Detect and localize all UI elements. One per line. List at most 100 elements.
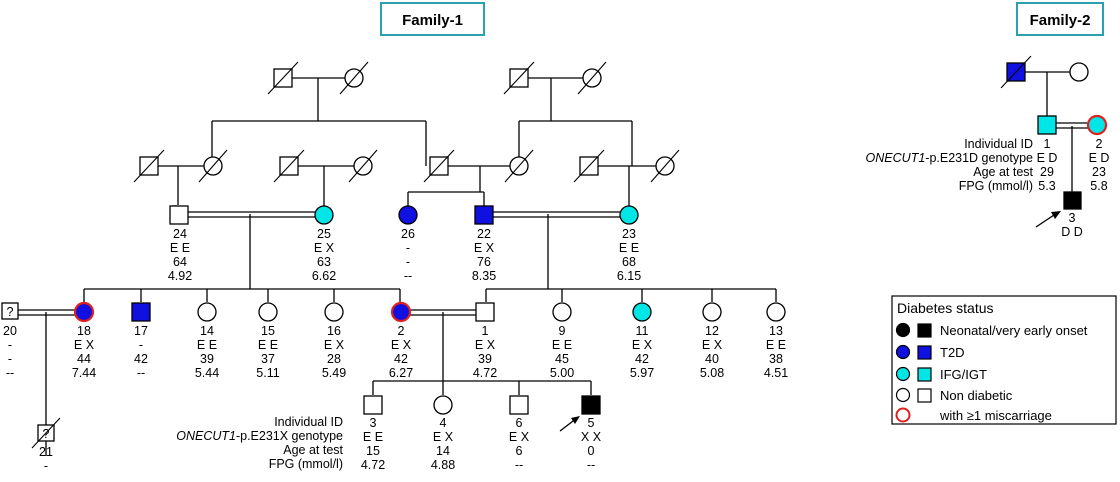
family-1-lines bbox=[18, 77, 777, 456]
f1-individual-14-id: 14 bbox=[200, 324, 214, 338]
legend-nondiabetic-square bbox=[917, 388, 932, 403]
family-1-title: Family-1 bbox=[402, 12, 463, 29]
generation-1 bbox=[267, 61, 607, 95]
individual-12 bbox=[702, 302, 722, 322]
row-label-id: Individual ID bbox=[964, 137, 1033, 151]
f1-individual-4-gt: E X bbox=[433, 430, 454, 444]
f1-individual-18-gt: E X bbox=[74, 338, 95, 352]
individual-6 bbox=[509, 395, 529, 415]
gene-name: ONECUT1 bbox=[176, 429, 236, 443]
f1-individual-6-fpg: -- bbox=[515, 458, 523, 472]
legend-t2d-circle bbox=[895, 344, 911, 360]
row-label-age: Age at test bbox=[973, 165, 1033, 179]
individual-20 bbox=[1, 302, 19, 320]
f2-individual-3-id: 3 bbox=[1069, 211, 1076, 225]
f1-individual-22-age: 76 bbox=[477, 255, 491, 269]
legend-label-ifg: IFG/IGT bbox=[940, 367, 987, 382]
f1-individual-3-fpg: 4.72 bbox=[361, 458, 385, 472]
variant-name: -p.E231X genotype bbox=[236, 429, 343, 443]
f1-individual-11-id: 11 bbox=[636, 324, 649, 338]
f1-individual-16-gt: E X bbox=[324, 338, 345, 352]
f1-individual-23-age: 68 bbox=[622, 255, 636, 269]
legend-ifg-square bbox=[917, 367, 932, 382]
unknown-mark: ? bbox=[7, 305, 14, 319]
f1-individual-12-fpg: 5.08 bbox=[700, 366, 724, 380]
gene-name: ONECUT1 bbox=[866, 151, 926, 165]
deceased-slash bbox=[504, 149, 534, 183]
f1-individual-16-age: 28 bbox=[327, 352, 341, 366]
f1-individual-14-gt: E E bbox=[197, 338, 217, 352]
f1-individual-26-fpg: -- bbox=[404, 269, 412, 283]
row-label-genotype: ONECUT1-p.E231X genotype bbox=[176, 429, 343, 443]
f1-individual-11-fpg: 5.97 bbox=[630, 366, 654, 380]
individual-1 bbox=[475, 302, 495, 322]
deceased-slash bbox=[503, 61, 535, 95]
f2-individual-3-gt: D D bbox=[1061, 225, 1083, 239]
f1-individual-15-id: 15 bbox=[261, 324, 275, 338]
f1-individual-6-age: 6 bbox=[516, 444, 523, 458]
f1-individual-9-fpg: 5.00 bbox=[550, 366, 574, 380]
f1-individual-24-fpg: 4.92 bbox=[168, 269, 192, 283]
f1-individual-3-id: 3 bbox=[370, 416, 377, 430]
individual-16 bbox=[324, 302, 344, 322]
f1-individual-20-id: 20 bbox=[3, 324, 17, 338]
f1-individual-17-id: 17 bbox=[134, 324, 148, 338]
f1-individual-15-fpg: 5.11 bbox=[256, 366, 279, 380]
individual-26 bbox=[398, 205, 418, 225]
family-2-individual-1 bbox=[1037, 115, 1057, 135]
family-2-title-box bbox=[1016, 2, 1104, 36]
deceased-slash bbox=[198, 149, 228, 183]
deceased-slash bbox=[573, 149, 605, 183]
individual-22 bbox=[474, 205, 494, 225]
individual-11 bbox=[632, 302, 652, 322]
f1-individual-18-id: 18 bbox=[77, 324, 91, 338]
f1-individual-13-age: 38 bbox=[769, 352, 783, 366]
legend-nondiabetic-circle bbox=[895, 387, 911, 403]
f2-individual-2-fpg: 5.8 bbox=[1090, 179, 1107, 193]
individual-2 bbox=[390, 301, 412, 323]
row-label-fpg: FPG (mmol/l) bbox=[269, 457, 343, 471]
legend-neonatal-square bbox=[917, 323, 932, 338]
f1-individual-26-gt: - bbox=[406, 241, 410, 255]
deceased-slash bbox=[577, 61, 607, 95]
f1-individual-20-gt: - bbox=[8, 338, 12, 352]
generation-3 bbox=[169, 205, 639, 225]
f1-individual-15-gt: E E bbox=[258, 338, 278, 352]
f2-individual-1-gt: E D bbox=[1037, 151, 1058, 165]
deceased-slash bbox=[1000, 55, 1032, 89]
f1-individual-9-id: 9 bbox=[559, 324, 566, 338]
individual-18 bbox=[73, 301, 95, 323]
f1-individual-12-age: 40 bbox=[705, 352, 719, 366]
individual-4 bbox=[433, 395, 453, 415]
proband-arrowhead bbox=[1051, 211, 1061, 219]
f1-individual-2-fpg: 6.27 bbox=[389, 366, 413, 380]
legend-box bbox=[891, 295, 1117, 425]
legend-label-miscarriage: with ≥1 miscarriage bbox=[939, 408, 1052, 423]
row-label-id: Individual ID bbox=[274, 415, 343, 429]
f1-individual-16-fpg: 5.49 bbox=[322, 366, 346, 380]
legend-label-nondiabetic: Non diabetic bbox=[940, 388, 1013, 403]
row-label-age: Age at test bbox=[283, 443, 343, 457]
f1-individual-4-fpg: 4.88 bbox=[431, 458, 455, 472]
f1-individual-26-id: 26 bbox=[401, 227, 415, 241]
f1-individual-12-gt: E X bbox=[702, 338, 723, 352]
f2-individual-2-age: 23 bbox=[1092, 165, 1106, 179]
f1-individual-24-id: 24 bbox=[173, 227, 187, 241]
f1-individual-2-gt: E X bbox=[391, 338, 412, 352]
deceased-slash bbox=[423, 149, 455, 183]
proband-arrowhead bbox=[571, 416, 580, 424]
generation-4: ? bbox=[1, 301, 786, 323]
f1-individual-1-gt: E X bbox=[475, 338, 496, 352]
f1-individual-26-age: - bbox=[406, 255, 410, 269]
f1-individual-3-gt: E E bbox=[363, 430, 383, 444]
generation-5: ? bbox=[31, 395, 601, 449]
family-2: Family-2 Individual ID ONECUT1-p.E231D g… bbox=[866, 2, 1110, 239]
family-2-row-labels: Individual ID ONECUT1-p.E231D genotype A… bbox=[866, 137, 1034, 193]
individual-25 bbox=[314, 205, 334, 225]
f1-individual-14-age: 39 bbox=[200, 352, 214, 366]
f1-individual-17-age: 42 bbox=[134, 352, 148, 366]
individual-14 bbox=[197, 302, 217, 322]
